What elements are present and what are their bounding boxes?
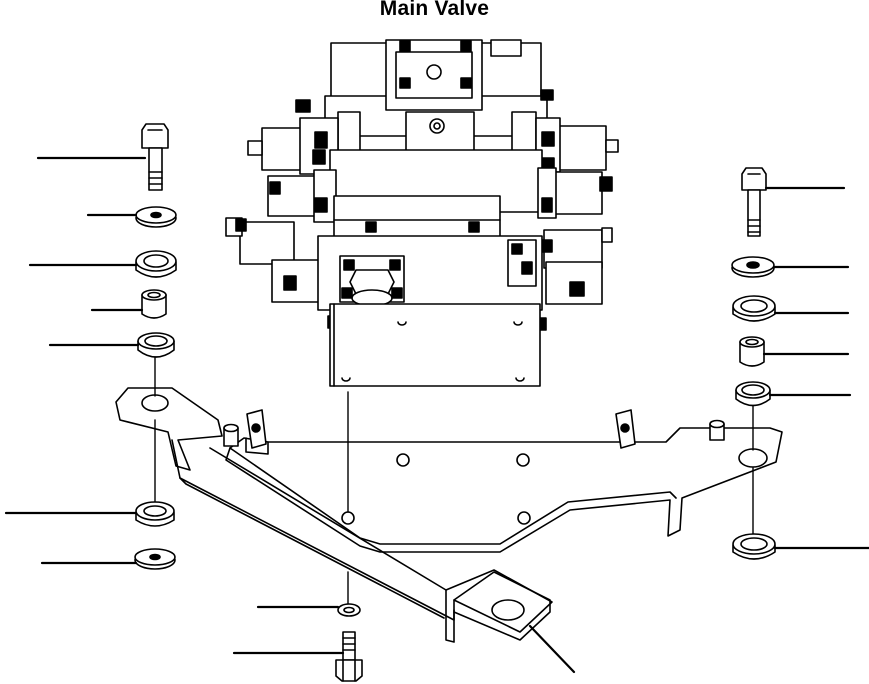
right-hex-bolt-icon xyxy=(741,167,767,237)
left-rubber-mount-lower-icon xyxy=(137,332,175,358)
left-washer-lower-icon xyxy=(134,548,176,570)
mounting-bracket-icon xyxy=(115,387,725,643)
right-washer-upper-icon xyxy=(731,256,775,278)
main-valve-icon xyxy=(225,39,619,387)
center-lines xyxy=(154,355,754,605)
right-collar-icon xyxy=(739,336,765,367)
base-plate-icon xyxy=(225,427,783,553)
right-rubber-mount-lower-icon xyxy=(735,381,771,407)
center-washer-icon xyxy=(337,603,361,617)
left-rubber-mount-under-icon xyxy=(135,501,175,527)
right-rubber-mount-under-icon xyxy=(732,533,776,560)
leader-lines xyxy=(4,156,869,674)
left-washer-upper-icon xyxy=(135,206,177,228)
right-rubber-mount-upper-icon xyxy=(732,295,776,322)
left-hex-bolt-icon xyxy=(141,123,169,191)
leader-bracket xyxy=(528,624,576,674)
center-hex-bolt-icon xyxy=(335,631,363,682)
left-collar-icon xyxy=(141,289,167,319)
diagram-title: Main Valve xyxy=(379,0,490,20)
left-rubber-mount-upper-icon xyxy=(135,250,177,278)
clip-icon xyxy=(246,409,636,449)
